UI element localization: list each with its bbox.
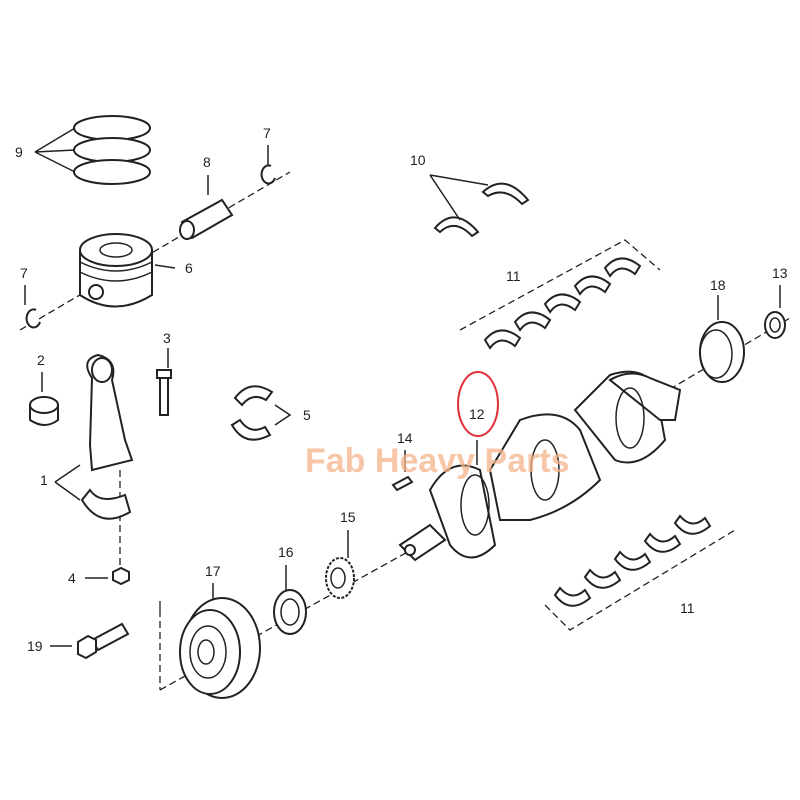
label-13: 13 [772,265,788,281]
pilot-bearing [764,285,786,339]
label-7-left: 7 [20,265,28,281]
nut [112,566,130,586]
front-seal [273,565,307,635]
label-16: 16 [278,544,294,560]
connecting-rod [54,353,134,520]
label-17: 17 [205,563,221,579]
pulley [179,583,261,699]
label-6: 6 [185,260,193,276]
crankshaft [398,370,682,562]
label-5: 5 [303,407,311,423]
crank-gear [325,530,355,599]
label-19: 19 [27,638,43,654]
label-8: 8 [203,154,211,170]
piston-axis [19,171,291,331]
label-11-upper: 11 [506,268,521,284]
label-4: 4 [68,570,76,586]
label-9: 9 [15,144,23,160]
highlight-circle [457,371,499,437]
piston [79,233,176,308]
piston-rings [34,115,151,185]
piston-pin [179,175,234,240]
label-18: 18 [710,277,726,293]
key [391,475,414,492]
label-14: 14 [397,430,413,446]
watermark: Fab Heavy Parts [305,442,570,480]
circlip-top [260,164,276,185]
small-end-bushing [29,372,59,426]
label-7-top: 7 [263,125,271,141]
conrod-bearings [230,385,292,441]
label-10: 10 [410,152,426,168]
upper-bearing-bracket [459,239,661,331]
conrod-bolt [156,348,172,416]
rear-seal [699,295,745,383]
label-12: 12 [469,406,485,422]
label-15: 15 [340,509,356,525]
main-bearings-lower [553,514,712,607]
label-11-lower: 11 [680,600,695,616]
label-3: 3 [163,330,171,346]
thrust-washers [429,174,530,238]
label-1: 1 [40,472,48,488]
circlip-left [25,308,41,329]
main-bearings-upper [483,257,642,350]
lower-bearing-bracket [544,529,736,631]
label-2: 2 [37,352,45,368]
pulley-bolt [50,622,130,660]
